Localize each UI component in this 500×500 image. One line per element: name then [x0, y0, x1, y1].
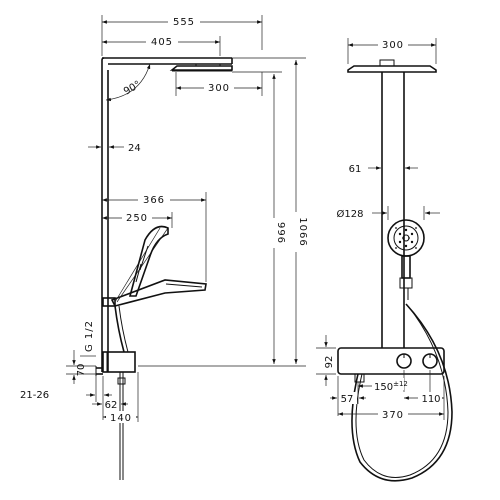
- riser-bend: [101, 57, 105, 61]
- thermostat-side: [102, 351, 136, 373]
- dim-21-26: 21-26: [20, 390, 49, 401]
- side-view: 555 405 300 90° 24 366 250: [20, 15, 308, 480]
- overhead-shower-side: [169, 65, 233, 71]
- dim-90: 90°: [122, 79, 143, 97]
- dim-70: 70: [76, 364, 87, 377]
- dim-300-top: 300: [208, 83, 230, 94]
- dim-24: 24: [128, 143, 141, 154]
- dim-57: 57: [341, 394, 354, 405]
- dim-1066: 1066: [297, 217, 308, 246]
- dim-92: 92: [324, 356, 335, 369]
- hand-shower-side: [110, 225, 207, 307]
- hose-side: [114, 305, 125, 353]
- dim-370: 370: [382, 410, 404, 421]
- hose-front: [351, 303, 453, 482]
- dim-61: 61: [349, 164, 362, 175]
- dim-110: 110: [421, 394, 440, 405]
- dim-128: Ø128: [337, 208, 364, 220]
- dim-996: 996: [275, 222, 286, 244]
- overhead-shower-front: [347, 65, 437, 73]
- dim-140: 140: [110, 413, 132, 424]
- dim-150: 150±12: [374, 380, 408, 393]
- dim-366: 366: [143, 195, 165, 206]
- thermostat-front: [337, 347, 445, 375]
- hand-shower-front: [387, 219, 425, 300]
- dim-405: 405: [151, 37, 173, 48]
- dim-300-side: 300: [382, 40, 404, 51]
- dim-62: 62: [105, 400, 118, 411]
- front-view: 300 61 Ø128 92 57 150±12 110: [316, 38, 453, 482]
- dim-90-arc: [105, 63, 151, 102]
- dim-g12: G 1/2: [84, 320, 95, 352]
- dim-250: 250: [126, 213, 148, 224]
- dim-150-tolerance: ±12: [393, 380, 408, 388]
- dim-555: 555: [173, 17, 195, 28]
